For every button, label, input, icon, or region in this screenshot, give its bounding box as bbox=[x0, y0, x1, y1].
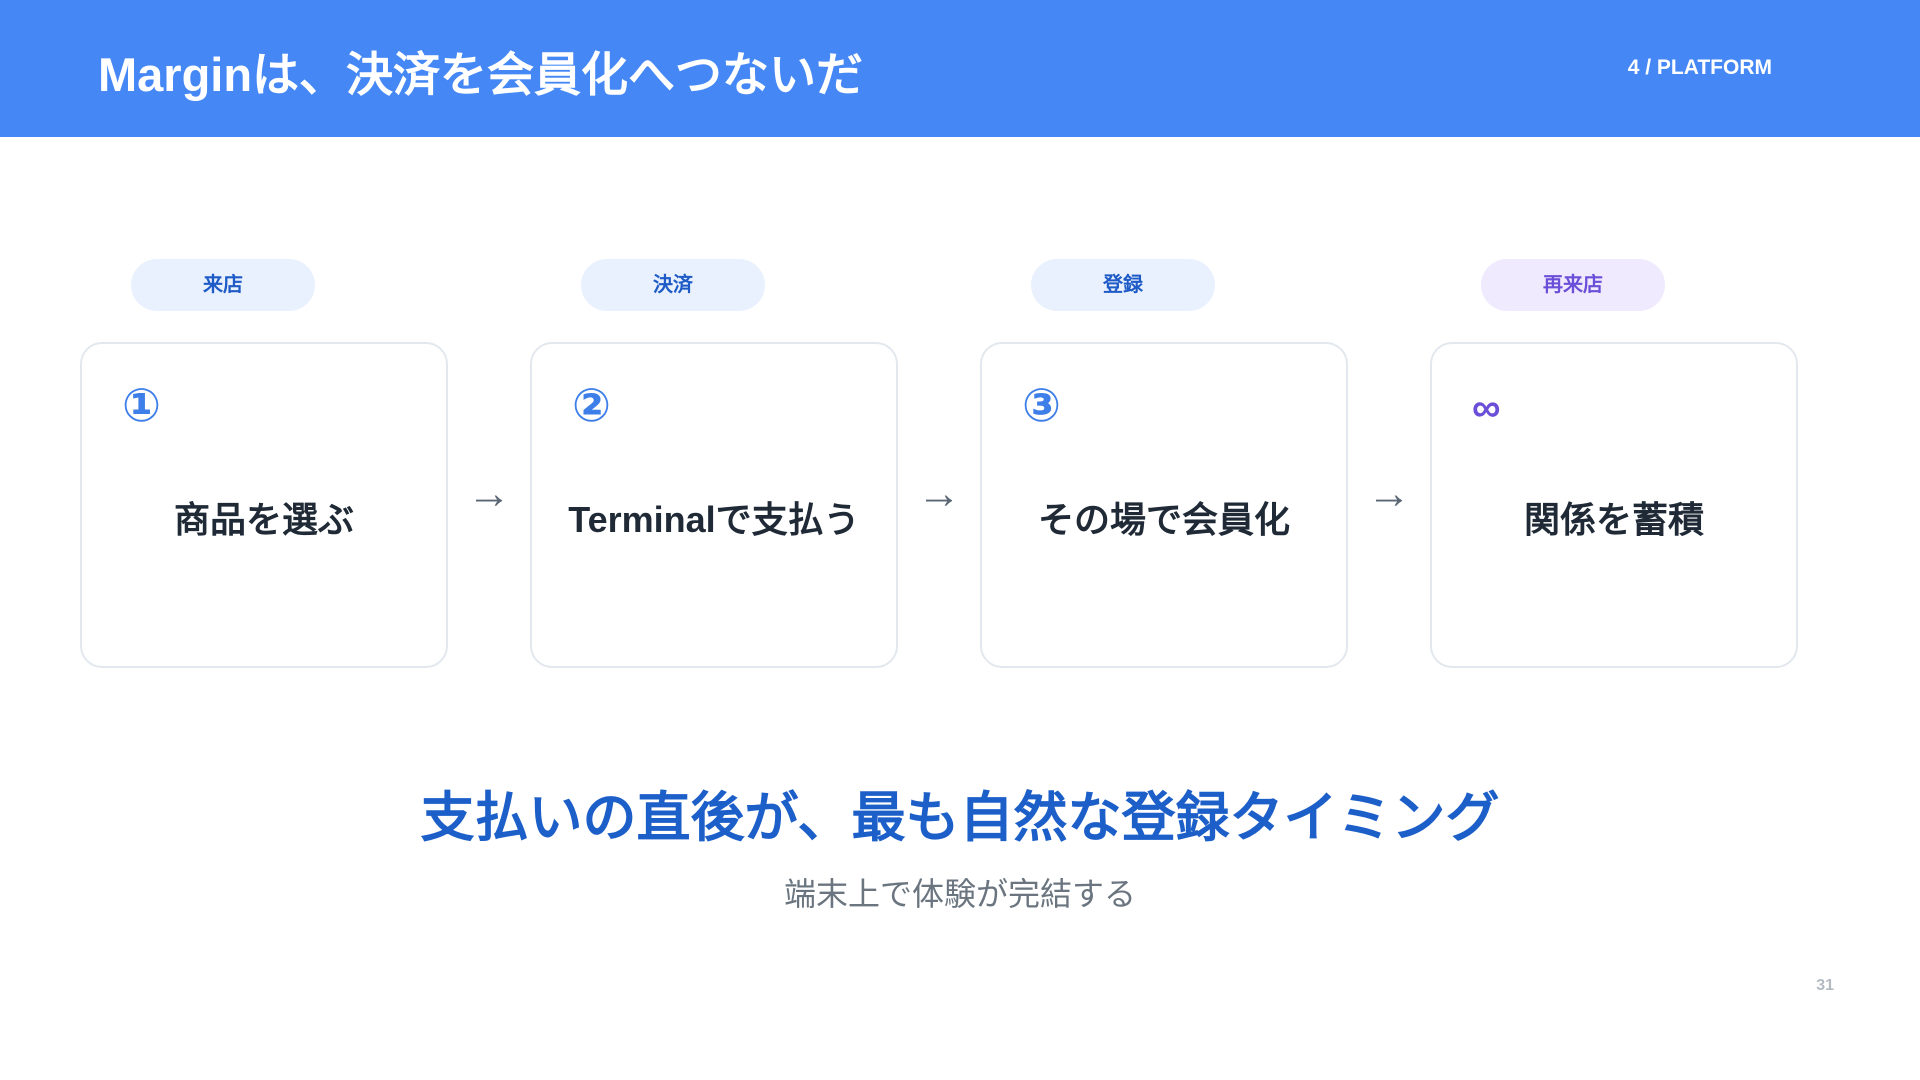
arrow-right-icon: → bbox=[917, 469, 961, 518]
step-description: Terminalで支払う bbox=[568, 498, 860, 540]
step-number: ② bbox=[572, 379, 611, 431]
step-description: 商品を選ぶ bbox=[173, 498, 354, 540]
step-card: ③ その場で会員化 bbox=[980, 342, 1348, 668]
key-message: 支払いの直後が、最も自然な登録タイミング bbox=[420, 788, 1500, 848]
slide-title: Marginは、決済を会員化へつないだ bbox=[98, 48, 864, 101]
step-description: 関係を蓄積 bbox=[1523, 498, 1704, 540]
arrow-right-icon: → bbox=[467, 469, 511, 518]
section-label: 4 / PLATFORM bbox=[1627, 56, 1772, 79]
infinity-icon: ∞ bbox=[1472, 386, 1501, 430]
page-number: 31 bbox=[1816, 977, 1834, 994]
step-tag: 再来店 bbox=[1481, 259, 1665, 311]
step-number: ③ bbox=[1022, 379, 1061, 431]
arrow-right-icon: → bbox=[1367, 469, 1411, 518]
step-tag: 登録 bbox=[1031, 259, 1215, 311]
sub-message: 端末上で体験が完結する bbox=[783, 876, 1136, 912]
step-description: その場で会員化 bbox=[1037, 498, 1290, 540]
header-bar: Marginは、決済を会員化へつないだ 4 / PLATFORM bbox=[0, 0, 1920, 137]
step-card: ② Terminalで支払う bbox=[530, 342, 898, 668]
step-card: ∞ 関係を蓄積 bbox=[1430, 342, 1798, 668]
step-tag: 決済 bbox=[581, 259, 765, 311]
step-number: ① bbox=[122, 379, 161, 431]
step-tag: 来店 bbox=[131, 259, 315, 311]
step-card: ① 商品を選ぶ bbox=[80, 342, 448, 668]
